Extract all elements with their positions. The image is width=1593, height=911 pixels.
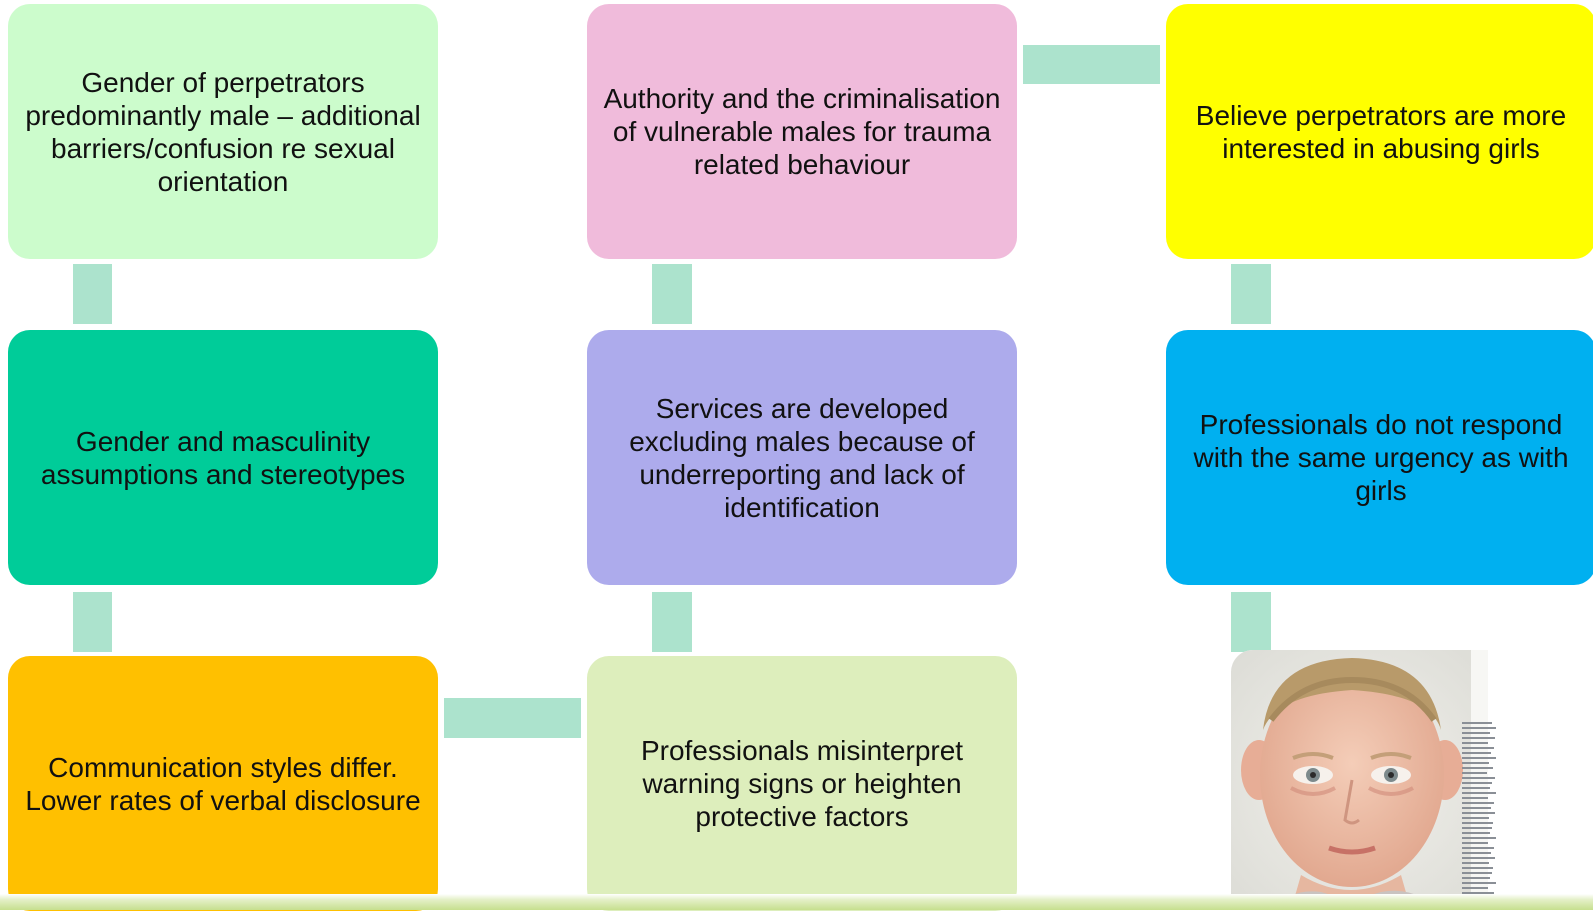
connector xyxy=(1023,45,1160,84)
connector xyxy=(73,592,112,652)
box-text: Believe perpetrators are more interested… xyxy=(1195,99,1567,164)
box-text: Gender and masculinity assumptions and s… xyxy=(40,425,406,490)
box-text: Authority and the criminalisation of vul… xyxy=(603,83,1001,180)
box-gender-masculinity: Gender and masculinity assumptions and s… xyxy=(8,330,438,585)
box-gender-of-perpetrators: Gender of perpetrators predominantly mal… xyxy=(8,4,438,259)
box-services-developed: Services are developed excluding males b… xyxy=(587,330,1017,585)
connector xyxy=(1231,592,1271,652)
box-text: Services are developed excluding males b… xyxy=(629,392,975,523)
box-text: Communication styles differ. Lower rates… xyxy=(25,751,421,816)
box-believe-perpetrators: Believe perpetrators are more interested… xyxy=(1166,4,1593,259)
box-text: Professionals do not respond with the sa… xyxy=(1193,409,1569,506)
boy-portrait-icon xyxy=(1231,650,1488,910)
connector xyxy=(1231,264,1271,324)
boy-portrait-photo xyxy=(1231,650,1488,910)
box-text: Professionals misinterpret warning signs… xyxy=(640,735,964,832)
box-text: Gender of perpetrators predominantly mal… xyxy=(25,66,421,197)
box-authority-criminalisation: Authority and the criminalisation of vul… xyxy=(587,4,1017,259)
box-communication-styles: Communication styles differ. Lower rates… xyxy=(8,656,438,911)
grass-footer-strip xyxy=(0,894,1593,910)
newspaper-text-column xyxy=(1462,722,1500,910)
connector xyxy=(73,264,112,324)
box-professionals-urgency: Professionals do not respond with the sa… xyxy=(1166,330,1593,585)
connector xyxy=(444,698,581,738)
box-professionals-misinterpret: Professionals misinterpret warning signs… xyxy=(587,656,1017,911)
connector xyxy=(652,264,692,324)
connector xyxy=(652,592,692,652)
